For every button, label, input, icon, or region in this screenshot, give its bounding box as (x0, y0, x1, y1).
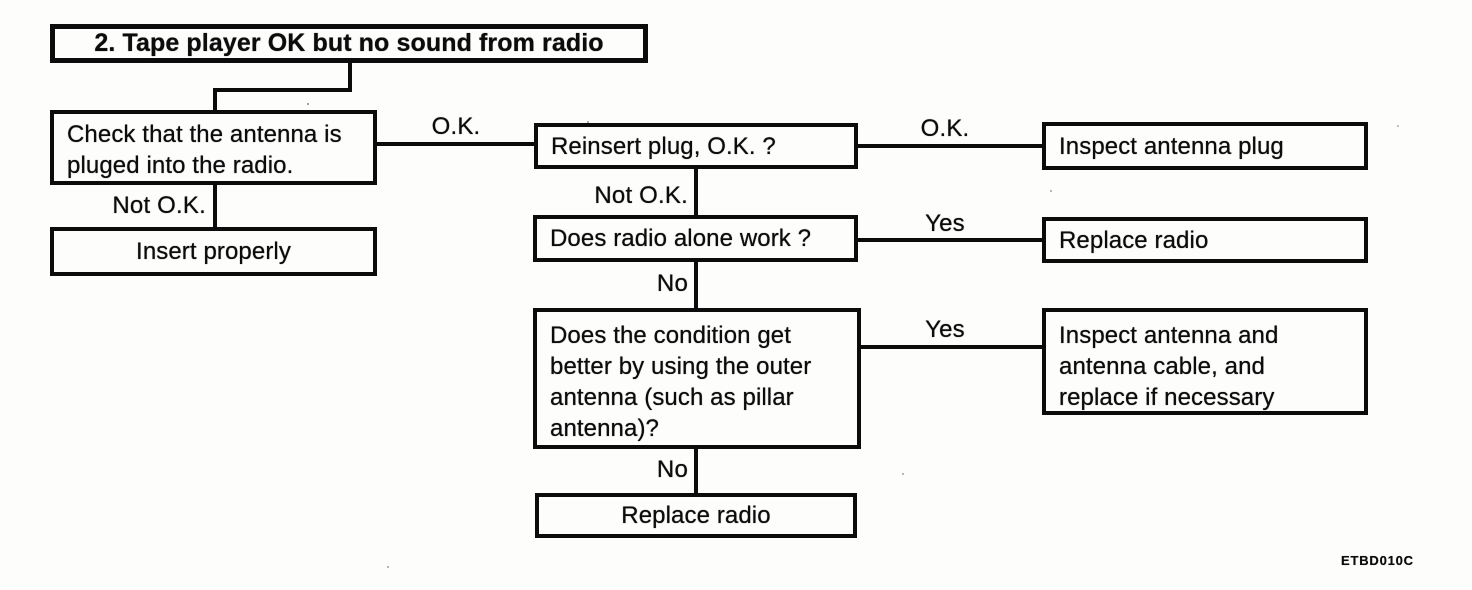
edge-title-into-check (213, 88, 217, 112)
scan-noise-specks (307, 103, 309, 105)
edge-label-ok-2: O.K. (920, 115, 970, 142)
node-inspect-plug: Inspect antenna plug (1042, 122, 1368, 170)
edge-label-no-1: No (656, 270, 688, 297)
edge-condition-yes (861, 345, 1042, 349)
node-radio-alone: Does radio alone work ? (533, 215, 858, 262)
edge-radio-alone-no (694, 261, 698, 309)
edge-label-ok-1: O.K. (431, 113, 481, 140)
node-title: 2. Tape player OK but no sound from radi… (50, 24, 648, 63)
edge-label-not-ok-1: Not O.K. (112, 192, 206, 219)
edge-label-no-2: No (656, 456, 688, 483)
edge-title-drop (348, 62, 352, 91)
node-insert-properly: Insert properly (50, 227, 377, 276)
node-replace-radio-2: Replace radio (535, 493, 857, 538)
edge-label-not-ok-2: Not O.K. (594, 182, 688, 209)
edge-label-yes-2: Yes (925, 316, 965, 343)
edge-reinsert-not-ok (694, 167, 698, 216)
figure-code: ETBD010C (1341, 553, 1414, 568)
edge-condition-no (694, 448, 698, 494)
edge-radio-alone-yes (858, 238, 1042, 242)
edge-check-ok (377, 142, 535, 146)
edge-check-not-ok (213, 183, 217, 228)
edge-title-across (213, 88, 352, 92)
node-reinsert-plug: Reinsert plug, O.K. ? (534, 123, 858, 169)
edge-label-yes-1: Yes (925, 210, 965, 237)
node-condition-outer: Does the condition get better by using t… (533, 308, 861, 449)
node-replace-radio-1: Replace radio (1042, 217, 1368, 263)
edge-reinsert-ok (858, 144, 1042, 148)
node-check-antenna: Check that the antenna is pluged into th… (50, 110, 377, 185)
node-inspect-cable: Inspect antenna and antenna cable, and r… (1042, 308, 1368, 415)
